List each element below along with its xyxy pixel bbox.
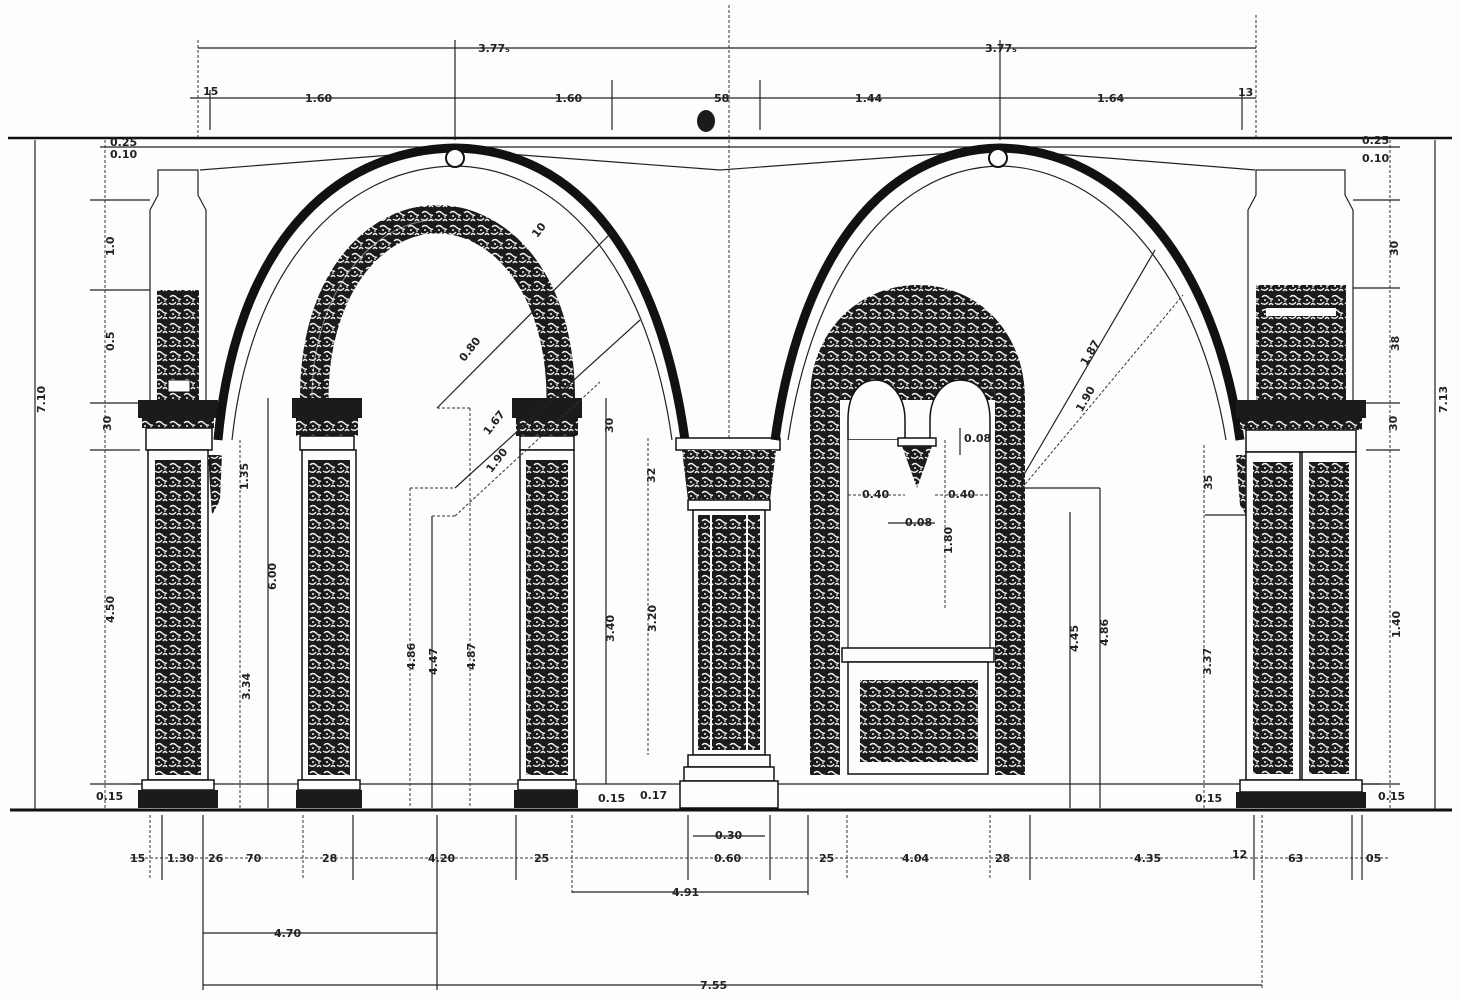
dim-label: 3.34 (240, 673, 253, 700)
dim-label: 0.40 (862, 488, 889, 501)
dim-label: 4.86 (405, 643, 418, 670)
dim-label: 1.44 (855, 92, 882, 105)
dim-label: 0.08 (905, 516, 932, 529)
dim-label: 30 (1388, 240, 1401, 256)
dim-label: 13 (1238, 86, 1253, 99)
dim-label: 0.15 (96, 790, 123, 803)
dim-label: 0.40 (948, 488, 975, 501)
dim-label: 0.5 (104, 332, 117, 352)
right-great-arch (770, 143, 1245, 441)
dim-label: 35 (1202, 475, 1215, 490)
dim-label: 30 (603, 417, 616, 433)
center-column (675, 437, 781, 809)
dim-label: 0.10 (110, 148, 137, 161)
dim-label: 38 (1389, 336, 1402, 351)
dim-label: 1.30 (167, 852, 194, 865)
dim-label: 7.13 (1437, 386, 1450, 413)
dim-label: 1.67 (481, 408, 508, 437)
dim-label: 0.15 (598, 792, 625, 805)
dim-label: 1.87 (1078, 338, 1103, 368)
dim-label: 30 (1387, 415, 1400, 431)
left-arch-left-pier (292, 398, 362, 808)
dim-label: 1.60 (305, 92, 332, 105)
dim-label: 1.0 (104, 236, 117, 256)
top-cornice-line (8, 136, 1452, 171)
dim-label: 1.80 (942, 527, 955, 554)
dim-label: 32 (645, 468, 658, 483)
dim-label: 1.90 (1073, 384, 1098, 414)
dim-label: 25 (534, 852, 549, 865)
dim-label: 4.50 (104, 596, 117, 623)
dim-label: 70 (246, 852, 262, 865)
right-blind-arch (810, 285, 1025, 775)
dim-label: 3.77₅ (985, 42, 1017, 55)
ink-blot (697, 110, 715, 132)
dim-label: 0.08 (964, 432, 991, 445)
dim-label: 4.45 (1068, 625, 1081, 652)
dim-label: 0.30 (715, 829, 742, 842)
dim-label: 0.15 (1195, 792, 1222, 805)
dim-label: 6.00 (266, 563, 279, 590)
dim-label: 12 (1232, 848, 1247, 861)
dim-label: 0.25 (110, 136, 137, 149)
dim-label: 1.64 (1097, 92, 1124, 105)
dim-label: 05 (1366, 852, 1381, 865)
left-inner-arch (300, 205, 575, 399)
dim-label: 4.35 (1134, 852, 1161, 865)
dim-label: 1.60 (555, 92, 582, 105)
dim-label: 25 (819, 852, 834, 865)
dim-label: 26 (208, 852, 224, 865)
dim-label: 3.20 (646, 605, 659, 632)
dim-label: 4.86 (1098, 619, 1111, 646)
dim-label: 0.60 (714, 852, 741, 865)
dim-label: 7.55 (700, 979, 727, 992)
dim-label: 4.87 (465, 643, 478, 670)
dim-label: 4.20 (428, 852, 455, 865)
dimension-lines (34, 15, 1436, 990)
dimension-labels: 3.77₅ 3.77₅ 15 1.60 1.60 58 1.44 1.64 13… (35, 42, 1450, 992)
left-great-arch (213, 143, 690, 441)
dim-label: 4.04 (902, 852, 929, 865)
dim-label: 58 (714, 92, 729, 105)
dim-label: 0.15 (1378, 790, 1405, 803)
dim-label: 63 (1288, 852, 1303, 865)
dim-label: 10 (529, 220, 549, 240)
dim-label: 30 (101, 415, 114, 431)
dim-label: 28 (322, 852, 337, 865)
dim-label: 3.40 (604, 615, 617, 642)
dim-label: 0.10 (1362, 152, 1389, 165)
dim-label: 15 (203, 85, 218, 98)
dim-label: 3.37 (1201, 648, 1214, 675)
dim-label: 3.77₅ (478, 42, 510, 55)
right-outer-pilaster (1236, 169, 1366, 808)
dim-label: 0.25 (1362, 134, 1389, 147)
dim-label: 1.35 (238, 463, 251, 490)
dim-label: 1.40 (1390, 611, 1403, 638)
left-outer-pilaster (138, 169, 222, 808)
dim-label: 1.90 (483, 445, 510, 475)
dim-label: 4.91 (672, 886, 699, 899)
dim-label: 4.70 (274, 927, 301, 940)
dim-label: 7.10 (35, 386, 48, 413)
dim-label: 0.17 (640, 789, 667, 802)
dim-label: 0.80 (456, 334, 483, 364)
dim-label: 15 (130, 852, 145, 865)
dim-label: 4.47 (427, 648, 440, 675)
left-arch-right-pier (512, 398, 582, 808)
dim-label: 28 (995, 852, 1010, 865)
